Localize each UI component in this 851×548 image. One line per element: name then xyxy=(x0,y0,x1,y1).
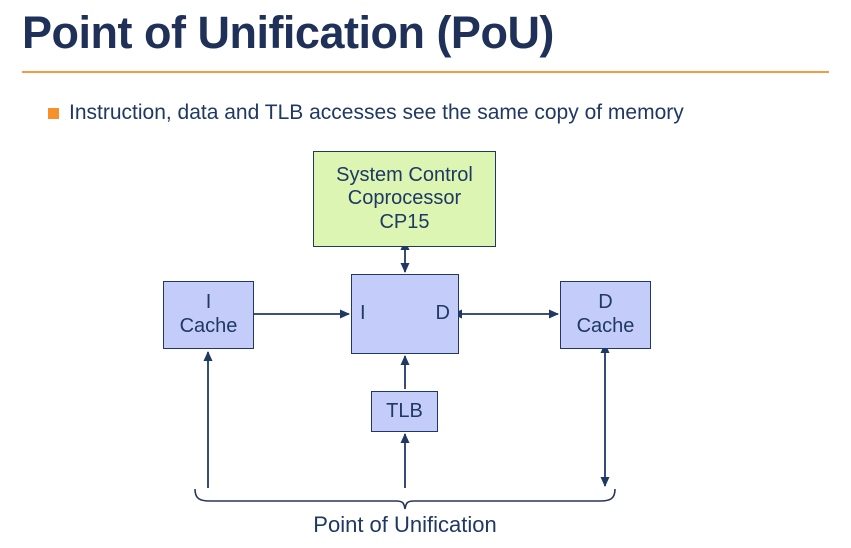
square-bullet-icon xyxy=(48,108,59,119)
block-core-port-unit: I D xyxy=(351,274,459,354)
block-cp15-line-2: Coprocessor xyxy=(347,187,462,210)
block-system-control-coprocessor: System Control Coprocessor CP15 xyxy=(313,151,496,247)
point-of-unification-brace xyxy=(194,488,616,510)
block-icache-line-2: Cache xyxy=(179,315,238,337)
page-title: Point of Unification (PoU) xyxy=(22,7,554,58)
block-i-cache: I Cache xyxy=(163,281,254,349)
block-tlb-label: TLB xyxy=(386,399,423,422)
bullet-item-label: Instruction, data and TLB accesses see t… xyxy=(69,101,684,124)
block-cp15-line-3: CP15 xyxy=(379,210,430,233)
core-port-label-i: I xyxy=(360,302,366,325)
block-icache-line-1: I xyxy=(205,291,212,314)
block-cp15-line-1: System Control xyxy=(336,163,473,186)
bullet-list-item: Instruction, data and TLB accesses see t… xyxy=(48,100,684,126)
core-port-label-d: D xyxy=(435,302,450,325)
block-d-cache: D Cache xyxy=(560,281,651,349)
title-divider xyxy=(22,71,829,73)
block-tlb: TLB xyxy=(371,391,438,432)
point-of-unification-label: Point of Unification xyxy=(313,512,497,537)
block-dcache-line-1: D xyxy=(598,291,613,314)
block-dcache-line-2: Cache xyxy=(576,315,635,337)
